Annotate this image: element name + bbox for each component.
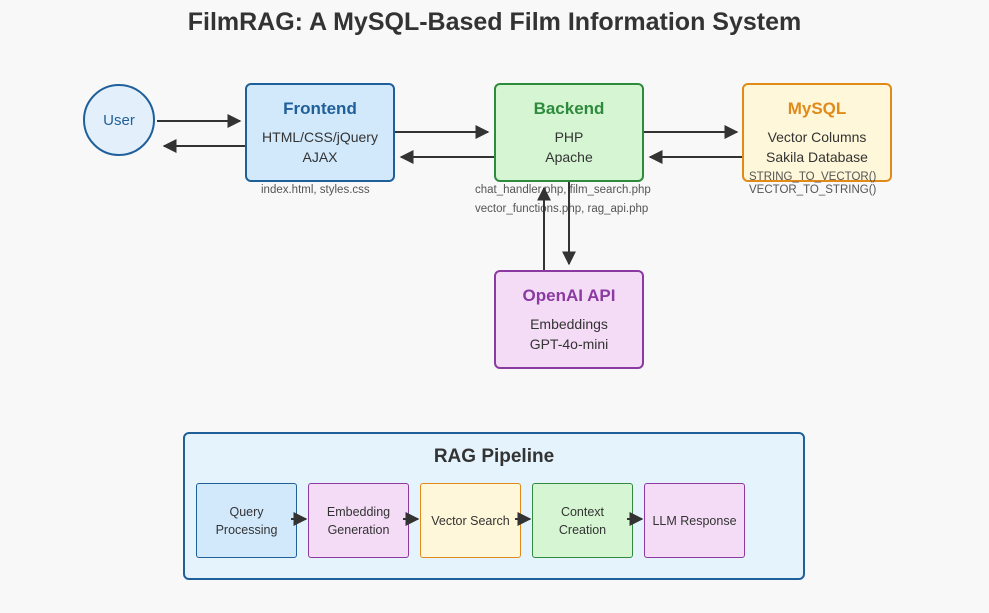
- pipeline-step-embedding-generation: Embedding Generation: [308, 483, 409, 558]
- frontend-note: index.html, styles.css: [261, 184, 370, 196]
- frontend-title: Frontend: [283, 99, 357, 118]
- backend-node: Backend PHP Apache: [494, 83, 644, 182]
- backend-line: PHP: [554, 129, 584, 145]
- pipeline-step-vector-search: Vector Search: [420, 483, 521, 558]
- mysql-node: MySQL Vector Columns Sakila Database: [742, 83, 892, 182]
- mysql-note: STRING_TO_VECTOR(): [749, 171, 877, 183]
- mysql-line: Vector Columns: [767, 129, 867, 145]
- rag-pipeline: RAG Pipeline Query Processing Embedding …: [183, 432, 805, 580]
- user-node: User: [83, 84, 155, 156]
- backend-note: chat_handler.php, film_search.php: [475, 184, 651, 196]
- user-label: User: [103, 111, 135, 129]
- frontend-line: AJAX: [302, 149, 338, 165]
- backend-line: Apache: [545, 149, 593, 165]
- pipeline-step-context-creation: Context Creation: [532, 483, 633, 558]
- backend-note: vector_functions.php, rag_api.php: [475, 203, 649, 215]
- mysql-note: VECTOR_TO_STRING(): [749, 184, 877, 196]
- openai-line: GPT-4o-mini: [529, 336, 609, 352]
- frontend-line: HTML/CSS/jQuery: [262, 129, 378, 145]
- openai-line: Embeddings: [530, 316, 608, 332]
- backend-title: Backend: [533, 99, 605, 118]
- pipeline-step-llm-response: LLM Response: [644, 483, 745, 558]
- frontend-node: Frontend HTML/CSS/jQuery AJAX: [245, 83, 395, 182]
- diagram-title: FilmRAG: A MySQL-Based Film Information …: [187, 8, 802, 36]
- mysql-line: Sakila Database: [766, 149, 868, 165]
- openai-title: OpenAI API: [522, 286, 616, 305]
- mysql-title: MySQL: [787, 99, 847, 118]
- openai-node: OpenAI API Embeddings GPT-4o-mini: [494, 270, 644, 369]
- pipeline-title: RAG Pipeline: [433, 446, 555, 467]
